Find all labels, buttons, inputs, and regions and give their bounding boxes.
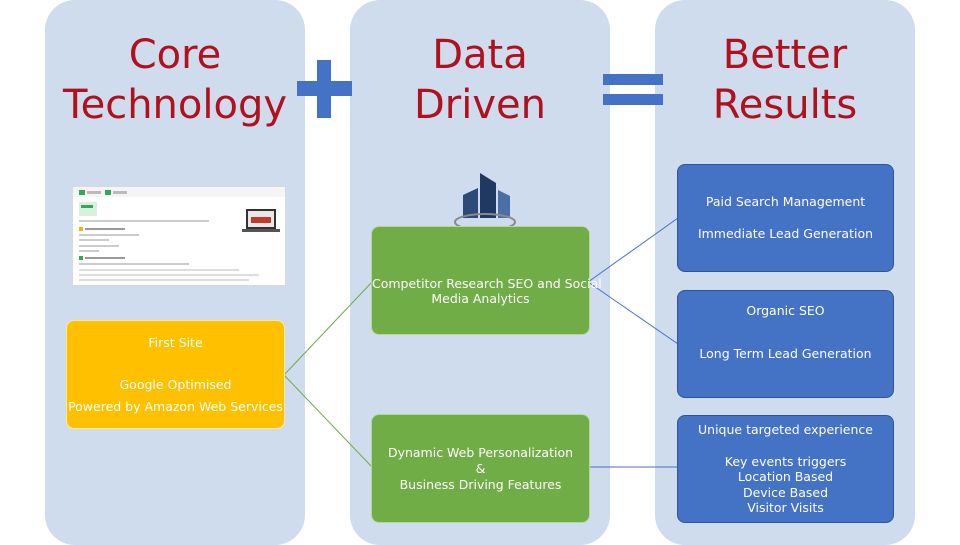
dynamic-line1: Dynamic Web Personalization bbox=[387, 445, 574, 460]
dynamic-personalization-box: Dynamic Web Personalization & Business D… bbox=[371, 414, 590, 523]
unique-line4: Device Based bbox=[742, 485, 829, 500]
core-technology-title: Core Technology bbox=[45, 30, 305, 130]
paid-line1: Paid Search Management bbox=[705, 194, 866, 209]
unique-line2: Key events triggers bbox=[724, 454, 847, 469]
better-results-title: Better Results bbox=[655, 30, 915, 130]
first-site-box: First Site Google Optimised Powered by A… bbox=[66, 320, 285, 429]
first-site-label: First Site bbox=[148, 335, 203, 350]
aws-label: Powered by Amazon Web Services bbox=[68, 399, 283, 414]
competitor-line2: Media Analytics bbox=[431, 291, 530, 306]
unique-line3: Location Based bbox=[737, 469, 834, 484]
google-optimised-label: Google Optimised bbox=[119, 377, 232, 392]
connector-line bbox=[587, 281, 679, 345]
title-line: Technology bbox=[62, 82, 288, 128]
title-line: Better bbox=[722, 32, 848, 78]
organic-line2: Long Term Lead Generation bbox=[699, 346, 872, 361]
plus-icon bbox=[297, 60, 352, 118]
connector-line bbox=[283, 374, 373, 468]
organic-seo-box: Organic SEO Long Term Lead Generation bbox=[677, 290, 894, 398]
unique-experience-box: Unique targeted experience Key events tr… bbox=[677, 415, 894, 523]
connector-line bbox=[587, 217, 679, 283]
unique-line5: Visitor Visits bbox=[747, 500, 824, 515]
competitor-research-box: Competitor Research SEO and Social Media… bbox=[371, 226, 602, 335]
title-line: Data bbox=[432, 32, 528, 78]
equals-icon bbox=[603, 74, 663, 105]
data-driven-title: Data Driven bbox=[350, 30, 610, 130]
organic-line1: Organic SEO bbox=[746, 303, 825, 318]
pagespeed-screenshot-image bbox=[72, 186, 286, 286]
paid-search-box: Paid Search Management Immediate Lead Ge… bbox=[677, 164, 894, 272]
connector-line bbox=[283, 281, 373, 376]
competitor-line1: Competitor Research SEO and Social bbox=[372, 276, 602, 291]
dynamic-line2: & bbox=[475, 461, 486, 476]
title-line: Driven bbox=[414, 82, 546, 128]
title-line: Results bbox=[712, 82, 858, 128]
paid-line2: Immediate Lead Generation bbox=[697, 226, 874, 241]
screenshot-graphic bbox=[73, 187, 285, 281]
unique-line1: Unique targeted experience bbox=[698, 422, 873, 437]
title-line: Core bbox=[128, 32, 222, 78]
dynamic-line3: Business Driving Features bbox=[399, 477, 562, 492]
